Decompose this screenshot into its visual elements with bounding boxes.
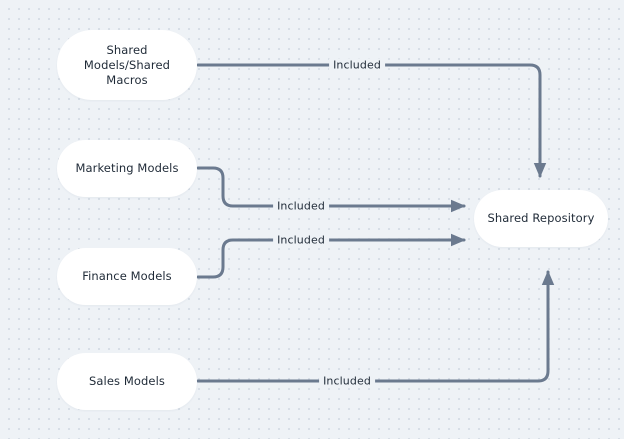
node-label-shared-repository: Shared Repository	[487, 211, 595, 225]
edge-label-shared-models: Included	[329, 58, 385, 72]
node-finance-models[interactable]: Finance Models	[57, 248, 197, 305]
edge-label-sales-models: Included	[319, 374, 375, 388]
node-label-sales-models: Sales Models	[89, 374, 165, 388]
node-shared-repository[interactable]: Shared Repository	[474, 190, 608, 247]
edge-label-marketing-models: Included	[273, 199, 329, 213]
edge-path-shared-models	[196, 63, 547, 178]
edge-path-sales-models	[196, 270, 555, 383]
edge-label-finance-models: Included	[273, 233, 329, 247]
node-sales-models[interactable]: Sales Models	[57, 353, 197, 410]
node-marketing-models[interactable]: Marketing Models	[57, 140, 197, 197]
node-shared-models[interactable]: Shared Models/Shared Macros	[57, 30, 197, 100]
edge-path-marketing-models	[196, 166, 466, 213]
node-label-marketing-models: Marketing Models	[75, 161, 179, 175]
node-label-shared-models: Shared Models/Shared Macros	[83, 42, 171, 87]
edge-path-finance-models	[196, 233, 466, 279]
node-label-finance-models: Finance Models	[82, 269, 172, 283]
